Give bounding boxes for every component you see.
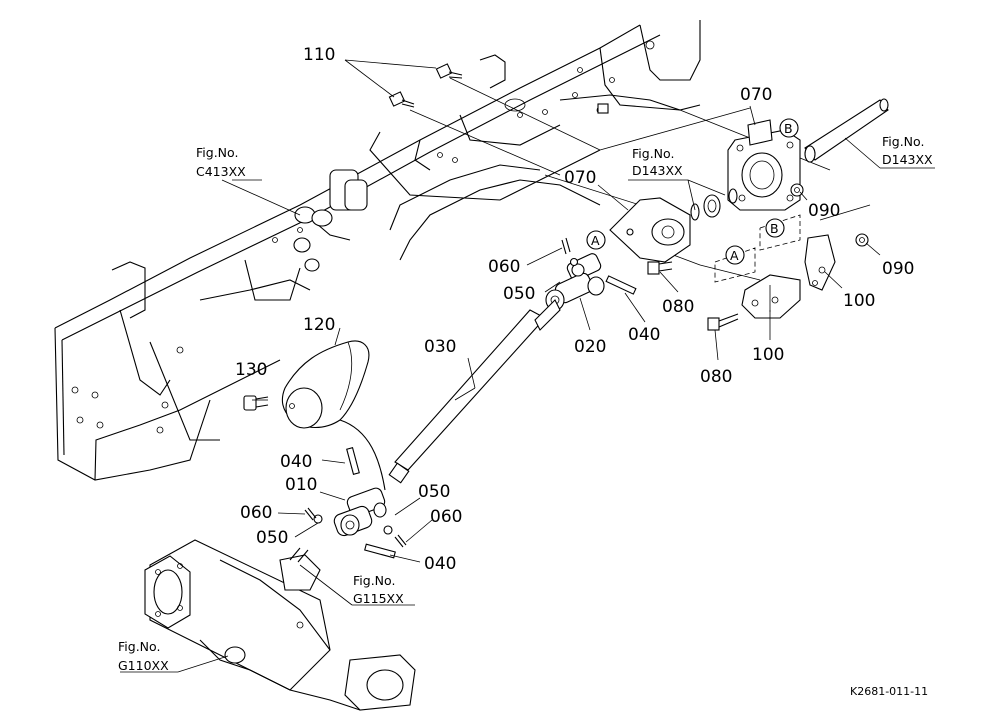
- ref-d143b-line2: D143XX: [882, 152, 933, 167]
- ref-g110-line2: G110XX: [118, 658, 169, 673]
- universal-joint-010: [333, 487, 387, 537]
- label-090-b: 090: [882, 259, 914, 279]
- steering-gear-housing: [144, 539, 416, 711]
- marker-a-2: A: [725, 245, 745, 265]
- label-120: 120: [303, 315, 335, 335]
- bolt-110-a: [435, 63, 463, 79]
- ref-g110-line1: Fig.No.: [118, 639, 160, 654]
- label-090-a: 090: [808, 201, 840, 221]
- label-100-a: 100: [752, 345, 784, 365]
- tractor-frame: [54, 20, 701, 481]
- label-070-upper: 070: [740, 85, 772, 105]
- label-010: 010: [285, 475, 317, 495]
- marker-a-1: A: [586, 230, 606, 250]
- part-labels: 110 070 070 060 050 020 040 080 080 100 …: [235, 45, 914, 574]
- universal-joint-020: [545, 253, 605, 311]
- marker-b-2: B: [765, 218, 785, 238]
- svg-text:B: B: [784, 121, 793, 136]
- ref-d143b-line1: Fig.No.: [882, 134, 924, 149]
- steering-shaft-upper: [804, 98, 889, 163]
- bolt-080-a: [647, 261, 673, 275]
- pin-040-upper: [605, 275, 637, 295]
- label-060-upper: 060: [488, 257, 520, 277]
- ref-d143a-line2: D143XX: [632, 163, 683, 178]
- label-060-lower-a: 060: [430, 507, 462, 527]
- label-130: 130: [235, 360, 267, 380]
- ref-d143a-line1: Fig.No.: [632, 146, 674, 161]
- nut-090-b: [855, 233, 869, 247]
- bracket-100-b: [804, 234, 836, 291]
- ref-g115-line1: Fig.No.: [353, 573, 395, 588]
- label-050-lower-a: 050: [418, 482, 450, 502]
- figure-references: Fig.No. C413XX Fig.No. D143XX Fig.No. D1…: [118, 134, 933, 673]
- label-030: 030: [424, 337, 456, 357]
- bolt-110-b: [388, 91, 415, 108]
- label-060-lower-b: 060: [240, 503, 272, 523]
- intermediate-shaft-030: [388, 299, 561, 484]
- marker-b-1: B: [779, 118, 799, 138]
- bolt-130: [243, 395, 269, 411]
- label-020: 020: [574, 337, 606, 357]
- svg-text:A: A: [591, 233, 600, 248]
- pin-040-lower-b: [364, 543, 396, 559]
- seal-rings: [690, 188, 738, 221]
- pin-040-lower-a: [346, 446, 360, 476]
- label-050-lower-b: 050: [256, 528, 288, 548]
- bracket-070-lower: [609, 197, 691, 263]
- bolt-080-b: [707, 313, 739, 331]
- label-040-upper: 040: [628, 325, 660, 345]
- label-080-a: 080: [662, 297, 694, 317]
- label-070-lower: 070: [564, 168, 596, 188]
- svg-text:B: B: [770, 221, 779, 236]
- label-100-b: 100: [843, 291, 875, 311]
- ref-c413-line2: C413XX: [196, 164, 246, 179]
- svg-text:A: A: [730, 248, 739, 263]
- nut-090-a: [790, 183, 804, 197]
- ref-g115-line2: G115XX: [353, 591, 404, 606]
- label-050-upper: 050: [503, 284, 535, 304]
- label-080-b: 080: [700, 367, 732, 387]
- label-110: 110: [303, 45, 335, 65]
- diagram-code: K2681-011-11: [850, 685, 928, 698]
- cover-120: [281, 340, 370, 429]
- bracket-100-a: [741, 274, 801, 319]
- ref-c413-line1: Fig.No.: [196, 145, 238, 160]
- label-040-lower-b: 040: [424, 554, 456, 574]
- label-040-lower-a: 040: [280, 452, 312, 472]
